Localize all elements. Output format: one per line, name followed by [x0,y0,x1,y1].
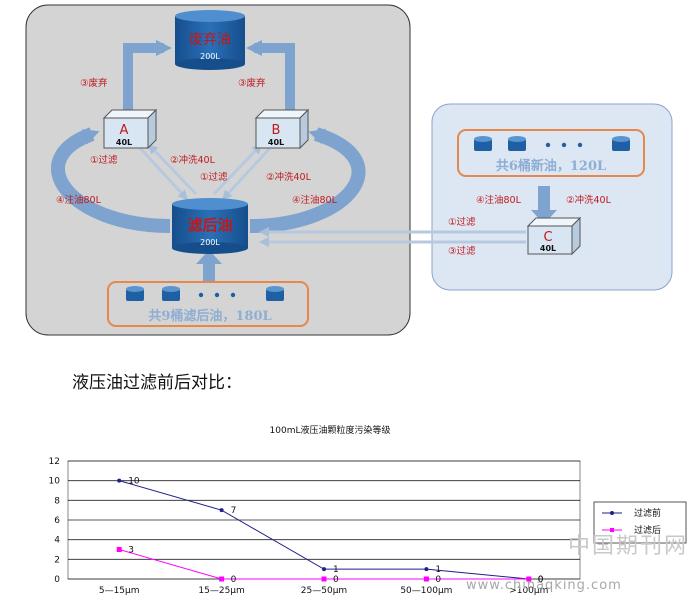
flush-arrow-b [212,143,263,196]
data-label: 3 [128,546,134,556]
data-point [424,567,429,572]
waste-arrow-left [123,40,172,110]
label-filter-b: ①过滤 [200,171,228,183]
waste-tank-volume: 200L [200,52,220,61]
chart-title: 100mL液压油颗粒度污染等级 [270,424,391,436]
box-b-volume: 40L [268,138,284,147]
label-filter-a: ①过滤 [90,154,118,166]
data-label: 7 [231,506,237,516]
new-oil-down-arrow [538,186,550,212]
filter-box-a: A 40L [102,108,158,150]
x-tick-label: 15—25μm [198,586,244,596]
data-point [219,576,225,582]
y-tick-label: 4 [54,536,60,546]
data-point [322,567,326,572]
label-filter-c1: ①过滤 [448,216,476,228]
filter-arrow-a [138,146,189,201]
y-tick-label: 6 [54,516,60,526]
data-label: 0 [538,575,544,585]
watermark-url: www.chinaqking.com [466,578,622,593]
label-fill-c: ④注油80L [476,194,522,206]
data-label: 0 [538,575,544,585]
data-point [526,576,532,582]
comparison-caption: 液压油过滤前后对比： [72,373,242,393]
data-point [116,547,122,552]
y-tick-label: 12 [49,457,60,467]
waste-arrow-right [246,40,295,110]
data-label: 0 [231,575,237,585]
data-point [117,478,122,483]
legend-series-after: 过滤后 [634,524,661,536]
bottom-up-arrow [203,262,215,282]
data-point [423,576,429,582]
waste-oil-tank: 废弃油 200L [175,10,245,70]
new-barrels-label: 共6桶新油，120L [496,158,606,174]
y-tick-label: 10 [49,477,61,487]
y-tick-label: 0 [54,575,60,585]
label-filter-c3: ③过滤 [448,245,476,257]
label-waste-left: ③废弃 [80,77,108,89]
flush-arrow-a [147,143,198,196]
box-c-letter: C [543,230,552,245]
label-fill-right: ④注油80L [292,194,338,206]
main-process-panel [25,4,411,336]
y-tick-labels: 0 2 4 6 8 10 12 [49,457,61,585]
data-point [321,576,327,582]
new-oil-barrels-group: 共6桶新油，120L [457,129,645,177]
y-tick-label: 8 [54,496,60,506]
legend: 过滤前 过滤后 [593,501,687,544]
series-points [116,478,532,582]
bottom-barrels-label: 共9桶滤后油，180L [148,308,271,324]
label-flush-b: ②冲洗40L [266,171,312,183]
filter-box-c: C 40L [526,216,582,256]
label-flush-c: ②冲洗40L [566,194,612,206]
filtered-barrels-group: 共9桶滤后油，180L [107,281,309,327]
fill-arrow-left [51,127,171,233]
filter-box-b: B 40L [254,108,310,150]
box-c-volume: 40L [540,244,556,253]
label-fill-left: ④注油80L [56,194,102,206]
filtered-tank-name: 滤后油 [187,216,232,234]
y-tick-label: 2 [54,555,60,565]
box-b-letter: B [272,123,281,138]
filter-arrow-b [221,146,272,201]
data-point [219,508,224,513]
x-tick-label: >100μm [509,586,548,596]
watermark-cn: 中国期刊网 [567,534,688,559]
label-flush-a: ②冲洗40L [170,154,216,166]
legend-series-before: 过滤前 [634,507,661,519]
x-tick-label: 5—15μm [99,586,140,596]
data-label: 1 [435,565,441,575]
data-label: 1 [333,565,339,575]
oil-filtration-diagram: 废弃油 200L 滤后油 200L A 40L B 40L C 40L [25,4,673,336]
data-label: 10 [128,477,140,487]
x-tick-label: 25—50μm [301,586,347,596]
data-label: 0 [435,575,441,585]
waste-tank-name: 废弃油 [189,32,231,48]
filtered-oil-tank: 滤后油 200L [172,198,248,254]
x-tick-label: 50—100μm [400,586,452,596]
new-oil-panel [431,103,673,291]
x-tick-labels: 5—15μm 15—25μm 25—50μm 50—100μm >100μm [99,586,549,596]
fill-arrow-right [249,127,366,233]
data-label: 0 [333,575,339,585]
label-waste-right: ③废弃 [238,77,266,89]
filtered-tank-volume: 200L [200,238,220,247]
box-a-letter: A [120,123,129,138]
box-a-volume: 40L [116,138,132,147]
